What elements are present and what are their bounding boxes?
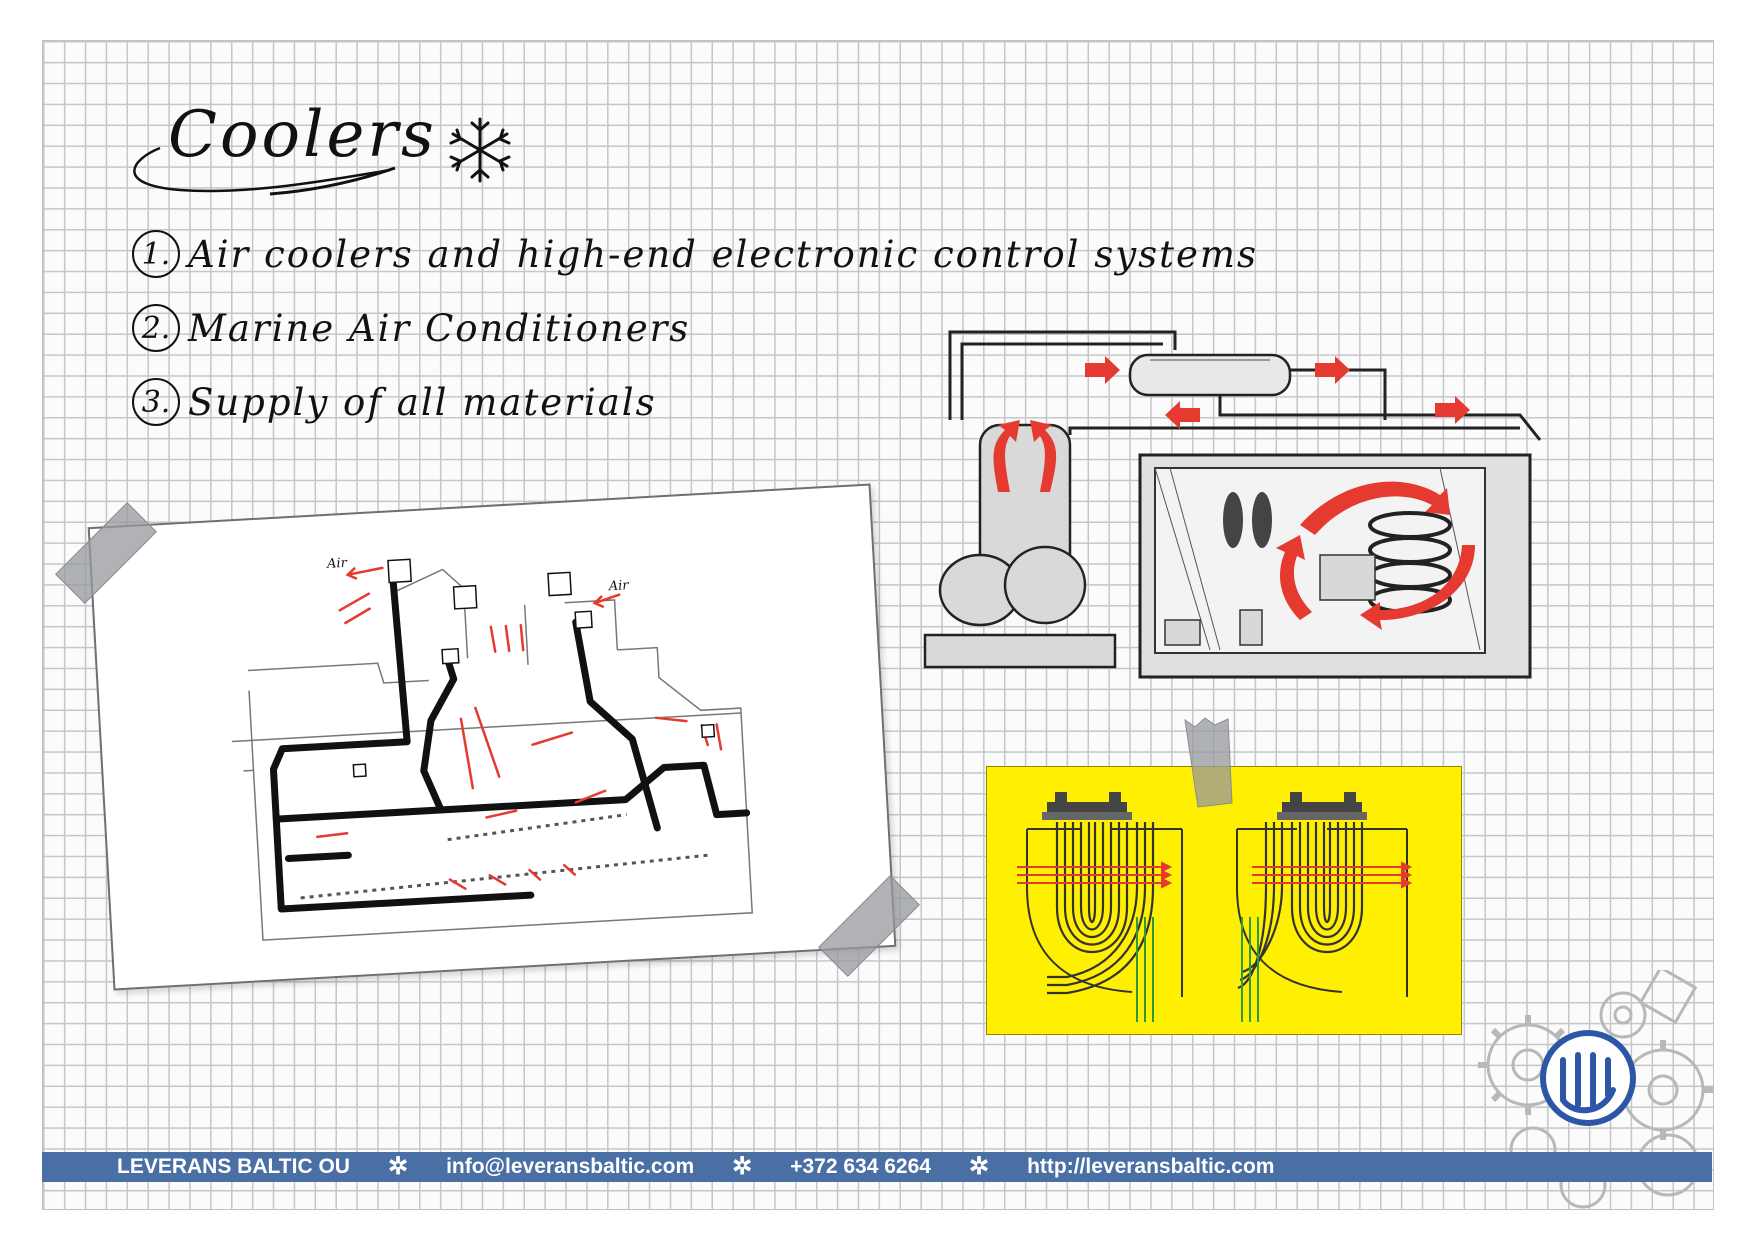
air-label-left: Air bbox=[326, 556, 348, 572]
list-text-3: Supply of all materials bbox=[188, 380, 657, 424]
page-title: Coolers bbox=[168, 98, 437, 172]
footer-email[interactable]: info@leveransbaltic.com bbox=[446, 1155, 695, 1178]
gear-icon: ✲ bbox=[387, 1153, 409, 1180]
footer-website[interactable]: http://leveransbaltic.com bbox=[1027, 1155, 1275, 1178]
list-item-2: 2. Marine Air Conditioners bbox=[132, 300, 690, 356]
list-number-3: 3. bbox=[132, 378, 180, 426]
snowflake-icon bbox=[449, 117, 511, 183]
heat-exchanger-unit-right bbox=[1236, 792, 1413, 1022]
list-item-3: 3. Supply of all materials bbox=[132, 374, 657, 430]
list-number-2: 2. bbox=[132, 304, 180, 352]
air-label-right: Air bbox=[607, 578, 629, 594]
contact-footer: LEVERANS BALTIC OU ✲ info@leveransbaltic… bbox=[42, 1152, 1712, 1182]
heat-exchanger-unit-left bbox=[1017, 792, 1183, 1022]
list-number-1: 1. bbox=[132, 230, 180, 278]
gear-icon: ✲ bbox=[732, 1153, 753, 1180]
list-item-1: 1. Air coolers and high-end electronic c… bbox=[132, 226, 1258, 282]
tape-yellow-panel bbox=[1184, 717, 1233, 808]
list-text-2: Marine Air Conditioners bbox=[188, 306, 691, 350]
title-underline bbox=[133, 146, 396, 196]
ship-ventilation-diagram: Air Air bbox=[87, 483, 897, 991]
refrigeration-cycle-sketch bbox=[923, 330, 1542, 679]
heat-exchanger-diagram bbox=[986, 766, 1462, 1035]
gear-icon: ✲ bbox=[968, 1153, 990, 1180]
heat-exchanger-drawing bbox=[1017, 792, 1413, 1022]
footer-phone[interactable]: +372 634 6264 bbox=[790, 1155, 931, 1178]
list-text-1: Air coolers and high-end electronic cont… bbox=[188, 232, 1258, 276]
ship-ventilation-drawing: Air Air bbox=[231, 556, 754, 941]
company-name: LEVERANS BALTIC OU bbox=[117, 1155, 350, 1178]
gears-logo-decoration bbox=[1478, 970, 1713, 1209]
